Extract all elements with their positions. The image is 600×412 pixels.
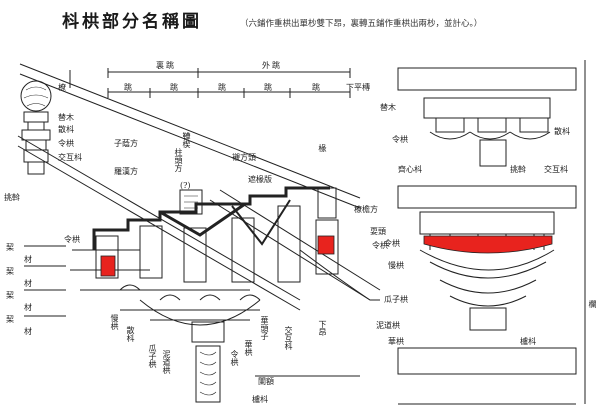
side-label-0: 栔: [6, 243, 14, 252]
axis-wai: 外: [262, 61, 270, 70]
label-jiaohudou: 交互枓: [58, 153, 82, 162]
purlin-section: [20, 80, 52, 112]
label-guazigong: 瓜子栱: [148, 344, 157, 368]
r-label-niedaogong: 泥道栱: [376, 321, 400, 330]
r-label-edge: 欄: [588, 300, 597, 308]
rafter-lower: [19, 73, 361, 209]
rafter-upper: [19, 63, 361, 199]
label-yao: 遮椽版: [248, 175, 272, 184]
tiao-2: 跳: [170, 83, 178, 92]
label-shuatou: 耍頭: [370, 227, 386, 236]
side-label-6: 栔: [6, 315, 14, 324]
axis-li: 裏: [156, 61, 164, 70]
beam-lower: [397, 347, 577, 375]
r-label-tiaoling: 挑斡: [510, 165, 526, 174]
r-label-xiaping: 下平槫: [346, 83, 370, 92]
ceiling-block: [179, 189, 203, 215]
r-label-tiemu: 替木: [380, 103, 396, 112]
label-tiaowo: 挑斡: [4, 193, 20, 202]
column: [195, 345, 221, 403]
label-chuan: 椽: [318, 144, 327, 152]
label-sandou: 散枓: [58, 125, 74, 134]
tiao-4: 跳: [264, 83, 272, 92]
axis-tiao-1: 跳: [166, 61, 174, 70]
bracket-arm-outline: [92, 186, 330, 250]
label-lingong2: 令栱: [230, 350, 239, 366]
r-label-linggong: 令栱: [392, 135, 408, 144]
r-label-sandou: 散枓: [554, 127, 570, 136]
tiao-5: 跳: [312, 83, 320, 92]
label-zanggong: 慢栱: [110, 314, 119, 330]
label-huatouzi: 華頭子: [260, 316, 269, 340]
r-label-jiaohudou: 交互枓: [544, 165, 568, 174]
label-sandou2: 散枓: [126, 326, 135, 342]
r-label-mangong: 慢栱: [388, 261, 404, 270]
r-label-linggong2: 令栱: [384, 239, 400, 248]
tiao-1: 跳: [124, 83, 132, 92]
label-liaoyanfang: 橑檐方: [354, 205, 378, 214]
tiao-3: 跳: [218, 83, 226, 92]
r-label-huagong: 華栱: [388, 337, 404, 346]
r-label-ludou: 櫨枓: [520, 337, 536, 346]
side-label-7: 材: [24, 327, 32, 336]
diagram-title: 枓栱部分名稱圖: [62, 12, 202, 32]
side-label-5: 材: [24, 303, 32, 312]
r-label-qixindou: 齊心枓: [398, 165, 422, 174]
xiaang-lever: [209, 199, 371, 301]
label-anqiao: 鞾楔: [182, 132, 191, 148]
label-xiaang: 下昂: [318, 320, 327, 336]
label-chenfangtou: 襯方頭: [232, 153, 256, 162]
cai-label-0: 令栱: [64, 235, 80, 244]
label-xiamian: (?): [180, 181, 191, 190]
label-liao: 橑: [58, 83, 66, 92]
label-lanban: 闌額: [258, 377, 274, 386]
label-huagong: 華栱: [244, 340, 253, 356]
label-tiemu: 替木: [58, 113, 74, 122]
side-label-2: 栔: [6, 267, 14, 276]
r-label-guazigong: 瓜子栱: [384, 295, 408, 304]
highlight-block-left: [100, 255, 116, 277]
label-linggong-r: 令栱: [372, 241, 388, 250]
label-zimufang: 子蔭方: [114, 139, 138, 148]
axis-tiao-2: 跳: [272, 61, 280, 70]
side-label-1: 材: [24, 255, 32, 264]
label-ludou: 櫨枓: [252, 395, 268, 404]
highlight-block-right: [317, 235, 335, 255]
label-jiaohudou-2: 交互枓: [284, 326, 293, 350]
side-label-4: 栔: [6, 291, 14, 300]
highlight-linggong: [423, 235, 553, 254]
side-label-3: 材: [24, 279, 32, 288]
label-niedaogong: 泥道栱: [162, 350, 171, 374]
label-luohanfang: 羅漢方: [114, 167, 138, 176]
label-linggong: 令栱: [58, 139, 74, 148]
purlin-elevation: [397, 67, 577, 91]
diagram-subtitle: （六鋪作重栱出單杪雙下昂，裏轉五鋪作重栱出兩杪，並計心。）: [240, 19, 483, 29]
label-zhutoufang: 柱頭方: [174, 148, 183, 172]
